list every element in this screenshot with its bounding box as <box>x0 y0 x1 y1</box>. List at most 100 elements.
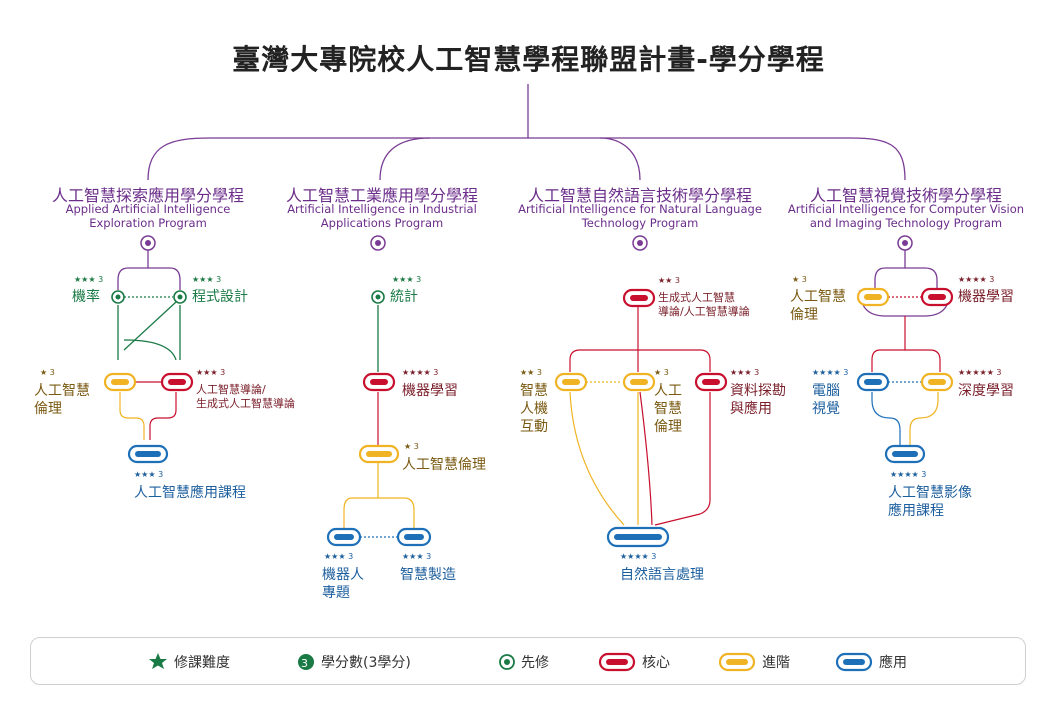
legend-credits: 學分數(3學分) <box>321 655 411 671</box>
course-robotics-line1: 機器人 <box>322 567 364 583</box>
legend-star-icon <box>149 653 167 669</box>
course-stars: ★ 3 <box>654 368 669 377</box>
program-node-3 <box>632 235 648 251</box>
program-3-subtitle-2: Technology Program <box>581 216 699 230</box>
course-robotics-line2: 專題 <box>322 585 350 601</box>
course-ai-intro-line1: 人工智慧導論/ <box>196 383 266 396</box>
course-stars: ★ 3 <box>40 368 55 377</box>
course-ai-ethics-line1: 人工智慧 <box>790 289 846 305</box>
course-stars: ★★★ 3 <box>402 552 432 561</box>
course-hci-line3: 互動 <box>520 419 548 435</box>
course-computer-vision-line2: 視覺 <box>812 401 840 417</box>
program-2-title: 人工智慧工業應用學分學程 <box>285 186 478 205</box>
credit-badge: 3 <box>663 368 669 377</box>
program-2-subtitle-1: Artificial Intelligence in Industrial <box>287 202 477 216</box>
course-ethics-line2: 智慧 <box>654 401 682 417</box>
credit-badge: 3 <box>674 276 680 285</box>
prereq-node-statistics <box>371 290 385 304</box>
course-stars: ★★★★ 3 <box>958 275 995 284</box>
course-ethics-line3: 倫理 <box>654 419 682 435</box>
course-ai-ethics-line2: 倫理 <box>34 401 62 417</box>
course-probability: 機率 <box>72 289 100 305</box>
course-stars: ★★★ 3 <box>392 275 422 284</box>
program-1-subtitle-1: Applied Artificial Intelligence <box>65 202 231 216</box>
course-machine-learning: 機器學習 <box>958 289 1014 305</box>
course-machine-learning: 機器學習 <box>402 383 458 399</box>
course-stars: ★★★ 3 <box>730 368 760 377</box>
credit-badge: 3 <box>348 552 354 561</box>
credit-badge: 3 <box>536 368 542 377</box>
course-stars: ★★★ 3 <box>192 275 222 284</box>
course-genai-intro-line1: 生成式人工智慧 <box>658 291 735 304</box>
course-stars: ★★★★ 3 <box>620 552 657 561</box>
prereq-node-probability <box>111 290 125 304</box>
course-stars: ★★★★ 3 <box>402 368 439 377</box>
credit-badge: 3 <box>433 368 439 377</box>
course-stars: ★★★ 3 <box>74 275 104 284</box>
course-stars: ★★★ 3 <box>196 368 226 377</box>
course-stars: ★★ 3 <box>520 368 542 377</box>
course-stars: ★★★★★ 3 <box>958 368 1002 377</box>
credit-badge: 3 <box>996 368 1002 377</box>
program-4-subtitle-1: Artificial Intelligence for Computer Vis… <box>787 202 1025 216</box>
program-3-title: 人工智慧自然語言技術學分學程 <box>527 186 752 205</box>
course-hci-line1: 智慧 <box>520 383 548 399</box>
prereq-node-programming <box>173 290 187 304</box>
program-1-subtitle-2: Exploration Program <box>89 216 207 230</box>
program-1-title: 人工智慧探索應用學分學程 <box>51 186 244 205</box>
legend-core-icon <box>598 652 636 672</box>
legend-prereq-icon <box>499 654 515 670</box>
legend-difficulty: 修課難度 <box>174 655 230 671</box>
legend-core: 核心 <box>642 655 670 671</box>
course-hci-line2: 人機 <box>520 401 548 417</box>
course-ai-ethics-line1: 人工智慧 <box>34 383 90 399</box>
course-smart-manufacturing: 智慧製造 <box>400 567 456 583</box>
course-stars: ★★★★ 3 <box>812 368 849 377</box>
course-ai-imaging-line2: 應用課程 <box>888 503 944 519</box>
course-computer-vision-line1: 電腦 <box>812 383 840 399</box>
course-nlp: 自然語言處理 <box>620 567 704 583</box>
credit-badge: 3 <box>98 275 104 284</box>
credit-badge: 3 <box>426 552 432 561</box>
legend-advanced: 進階 <box>762 655 790 671</box>
credit-badge: 3 <box>921 470 927 479</box>
credit-badge: 3 <box>416 275 422 284</box>
course-stars: ★ 3 <box>792 275 807 284</box>
course-ai-ethics: 人工智慧倫理 <box>402 457 486 473</box>
program-4-subtitle-2: and Imaging Technology Program <box>809 216 1003 230</box>
course-genai-intro-line2: 導論/人工智慧導論 <box>658 305 750 318</box>
course-data-mining-line2: 與應用 <box>730 401 772 417</box>
legend-credit-icon <box>298 654 314 670</box>
legend-advanced-icon <box>718 652 756 672</box>
program-4-title: 人工智慧視覺技術學分學程 <box>809 186 1002 205</box>
credit-badge: 3 <box>754 368 760 377</box>
credit-badge: 3 <box>843 368 849 377</box>
legend-applied: 應用 <box>879 655 907 671</box>
legend-prereq: 先修 <box>521 655 549 671</box>
course-statistics: 統計 <box>390 289 418 305</box>
course-ethics-line1: 人工 <box>654 383 682 399</box>
credit-badge: 3 <box>801 275 807 284</box>
credit-badge: 3 <box>49 368 55 377</box>
course-programming: 程式設計 <box>192 289 248 305</box>
credit-badge: 3 <box>216 275 222 284</box>
course-deep-learning: 深度學習 <box>958 383 1014 399</box>
course-stars: ★★ 3 <box>658 276 680 285</box>
course-ai-intro-line2: 生成式人工智慧導論 <box>196 397 295 410</box>
course-ai-ethics-line2: 倫理 <box>790 307 818 323</box>
course-data-mining-line1: 資料探勘 <box>730 383 786 399</box>
program-node-2 <box>370 235 386 251</box>
credit-badge: 3 <box>651 552 657 561</box>
program-node-4 <box>897 235 913 251</box>
legend-panel <box>30 637 1026 685</box>
course-stars: ★ 3 <box>404 442 419 451</box>
credit-badge: 3 <box>989 275 995 284</box>
credit-badge: 3 <box>220 368 226 377</box>
course-ai-imaging-line1: 人工智慧影像 <box>888 485 972 501</box>
legend-credit-glyph: 3 <box>301 657 308 670</box>
course-stars: ★★★ 3 <box>134 470 164 479</box>
credit-badge: 3 <box>413 442 419 451</box>
program-2-subtitle-2: Applications Program <box>320 216 444 230</box>
page-title: 臺灣大專院校人工智慧學程聯盟計畫-學分學程 <box>232 43 825 76</box>
